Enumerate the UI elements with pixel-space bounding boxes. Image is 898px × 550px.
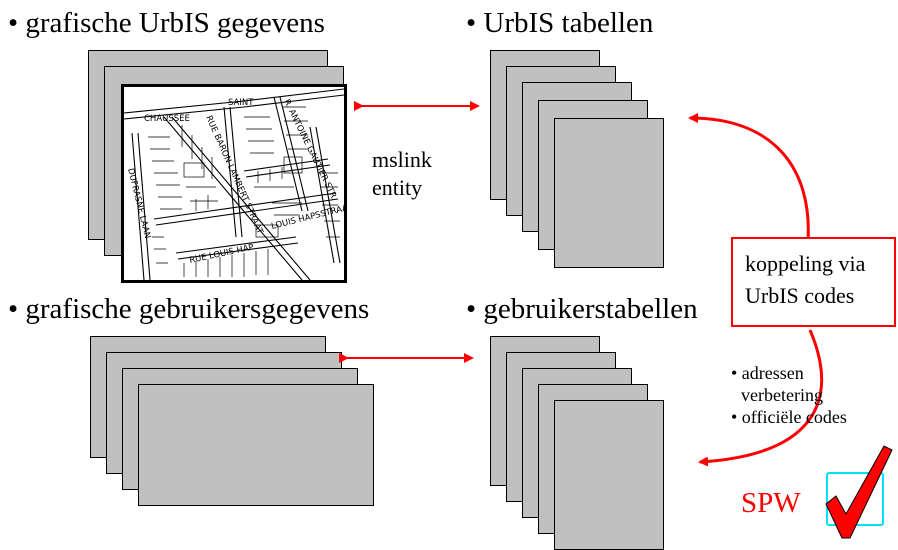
benefits-list: • adressen verbetering • officiële codes [731, 362, 847, 428]
heading-graphic-user-data: • grafische gebruikersgegevens [8, 293, 370, 325]
stack-sheet [138, 384, 374, 506]
street-name: SAINT [228, 98, 254, 108]
spw-label: SPW [741, 487, 801, 519]
checkmark-icon [825, 445, 893, 539]
heading-graphic-urbis-data: • grafische UrbIS gegevens [8, 7, 325, 39]
coupling-line-2: UrbIS codes [745, 283, 855, 308]
entity-label: entity [372, 175, 423, 200]
curved-arrow-to-urbis-tables [688, 113, 810, 241]
coupling-box: koppeling via UrbIS codes [731, 237, 896, 327]
table-sheet [554, 118, 664, 268]
heading-urbis-tables: • UrbIS tabellen [466, 7, 654, 39]
benefit-item: • adressen [731, 363, 804, 383]
curved-arrow-to-user-tables [698, 329, 824, 467]
coupling-line-1: koppeling via [745, 251, 866, 276]
street-map-drawing: CHAUSSEE SAINT R. ANTOINE GAUTIER STR. R… [124, 88, 344, 280]
benefit-item: • officiële codes [731, 407, 847, 427]
benefit-item: verbetering [741, 385, 823, 405]
mslink-label: mslink [372, 147, 432, 172]
urbis-street-map: CHAUSSEE SAINT R. ANTOINE GAUTIER STR. R… [121, 84, 347, 283]
heading-user-tables: • gebruikerstabellen [466, 293, 698, 325]
street-name: CHAUSSEE [144, 114, 190, 124]
